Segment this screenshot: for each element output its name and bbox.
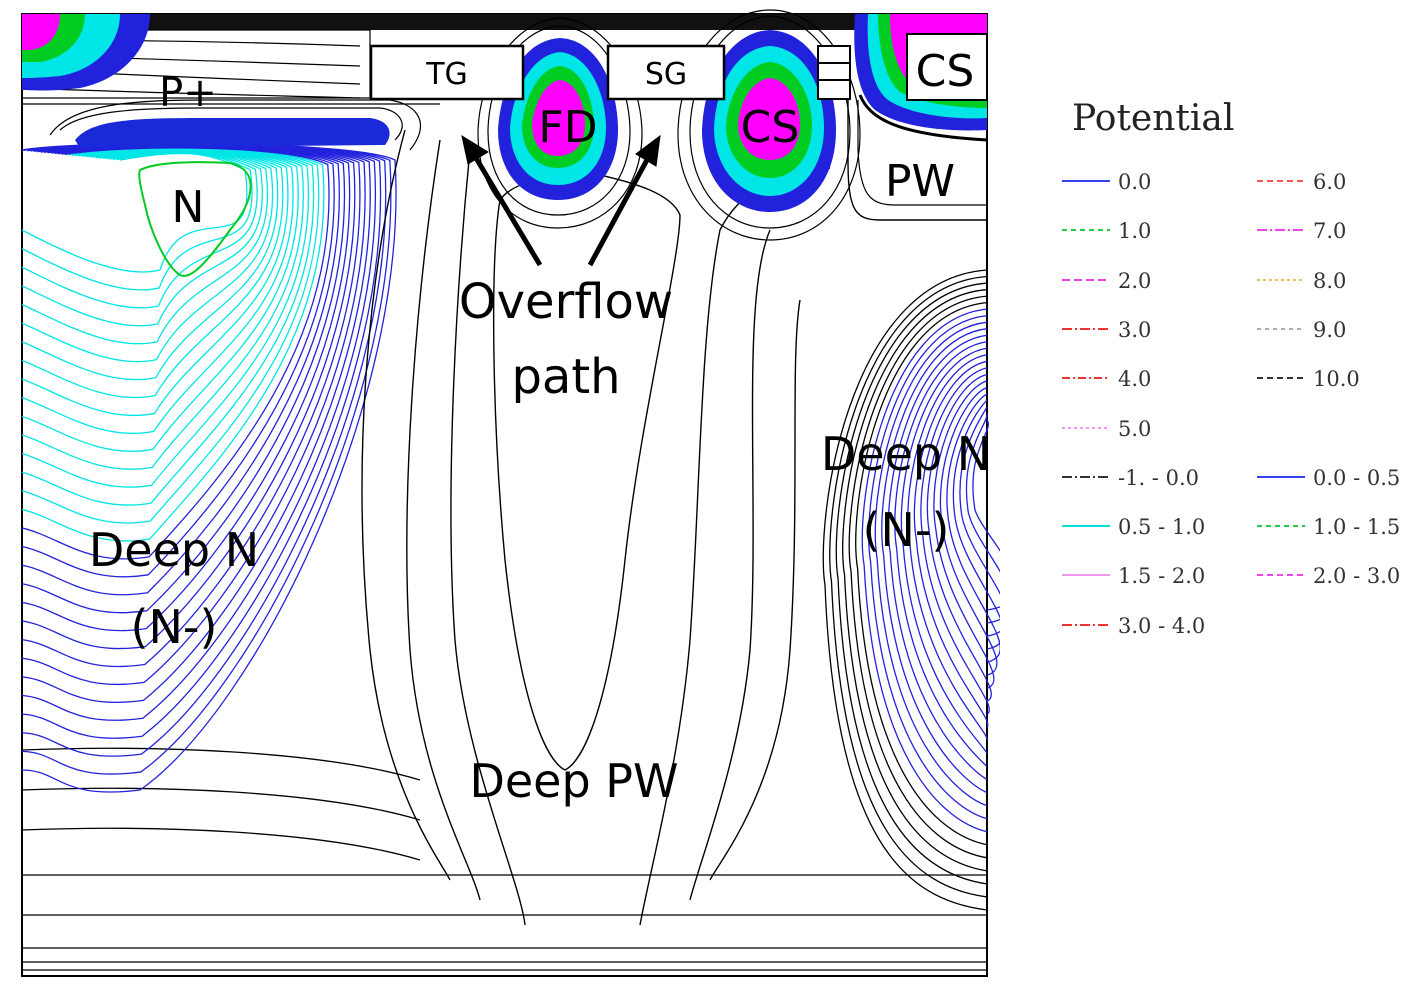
legend-item-label: -1. - 0.0 — [1118, 465, 1199, 490]
contour-line — [874, 321, 988, 807]
contour-line — [829, 275, 988, 898]
contour-line — [939, 386, 998, 676]
potential-contour-plot: P+ TG SG FD CS CS N PW Overflow path Dee… — [21, 9, 1000, 977]
contour-line — [887, 334, 988, 781]
legend-line-swatch — [1062, 377, 1110, 380]
legend-line-swatch — [1062, 525, 1110, 528]
fd-potential-blob — [477, 17, 643, 229]
p-plus-label: P+ — [159, 70, 217, 116]
deep-pw-label: Deep PW — [469, 754, 678, 808]
contour-line — [894, 341, 988, 767]
overflow-label-line1: Overflow — [459, 274, 673, 330]
contour-line — [965, 413, 1000, 624]
small-gate-stack — [817, 45, 851, 100]
legend-item-label: 10.0 — [1313, 367, 1360, 392]
legend-item-label: 7.0 — [1313, 219, 1347, 244]
legend-item-label: 2.0 — [1118, 268, 1152, 293]
contour-line — [848, 295, 988, 859]
legend-line-swatch — [1062, 278, 1110, 281]
legend-item-label: 6.0 — [1313, 170, 1347, 194]
legend-line-swatch — [1062, 475, 1110, 478]
legend-title: Potential — [1072, 98, 1235, 139]
legend-item-label: 1.0 - 1.5 — [1313, 515, 1401, 540]
deep-n-right-label-line1: Deep N — [821, 427, 991, 481]
legend-line-swatch — [1062, 327, 1110, 330]
contour-line — [21, 747, 421, 781]
contour-line — [855, 301, 988, 846]
legend-line-swatch — [1062, 180, 1110, 182]
legend-item-label: 1.5 - 2.0 — [1118, 564, 1206, 589]
legend-item-label: 8.0 — [1313, 268, 1347, 293]
deep-n-right-contours — [822, 269, 1000, 911]
contour-line — [907, 354, 988, 741]
contour-line — [959, 406, 1000, 637]
tg-label: TG — [425, 57, 468, 92]
contour-line — [21, 787, 421, 821]
legend-item-label: 0.0 - 0.5 — [1313, 465, 1401, 490]
legend-line-swatch — [1257, 475, 1305, 478]
cs-mid-label: CS — [741, 102, 800, 153]
contour-line — [881, 328, 988, 794]
legend-item-label: 4.0 — [1118, 367, 1152, 392]
sg-label: SG — [645, 57, 687, 92]
legend-item-label: 0.5 - 1.0 — [1118, 515, 1206, 540]
contour-line — [900, 347, 988, 754]
contour-line — [861, 308, 988, 833]
contour-line — [946, 393, 1000, 663]
legend-line-swatch — [1062, 574, 1110, 577]
cs-right-box — [906, 33, 988, 101]
legend-item-label: 0.0 — [1118, 170, 1152, 194]
contour-line — [842, 288, 988, 872]
n-region-band — [49, 99, 421, 277]
contour-line — [822, 269, 988, 911]
legend-line-swatch — [1257, 377, 1305, 380]
contour-line — [926, 373, 993, 702]
contour-line — [21, 827, 421, 861]
fd-label: FD — [538, 102, 597, 153]
legend-line-swatch — [1062, 426, 1110, 429]
cs-potential-blob — [677, 9, 861, 241]
tg-gate-box — [369, 44, 525, 101]
overflow-arrows — [461, 134, 661, 267]
contour-line — [952, 399, 1000, 650]
deep-n-left-label-line1: Deep N — [89, 523, 259, 577]
pw-label: PW — [885, 156, 955, 207]
sg-gate-box — [606, 44, 726, 101]
region-labels: P+ TG SG FD CS CS N PW Overflow path Dee… — [89, 46, 991, 808]
legend-item-label: 3.0 — [1118, 317, 1152, 342]
overflow-label-line2: path — [511, 349, 620, 405]
legend-line-swatch — [1257, 229, 1305, 232]
legend-line-swatch — [1257, 574, 1305, 577]
contour-line — [913, 360, 989, 728]
deep-n-left-label-line2: (N-) — [131, 600, 218, 654]
deep-n-right-label-line2: (N-) — [863, 503, 950, 557]
legend-line-swatch — [1062, 623, 1110, 626]
legend-item-label: 5.0 — [1118, 416, 1152, 441]
deep-pw-contours — [361, 129, 831, 926]
bottom-contour-lines — [21, 747, 987, 971]
deep-n-left-contours — [21, 142, 397, 793]
legend-line-swatch — [1257, 525, 1305, 528]
contour-line — [21, 151, 263, 327]
legend-item-label: 9.0 — [1313, 317, 1347, 342]
surface-contour-band — [21, 14, 987, 105]
contour-line — [972, 419, 1000, 611]
legend-line-swatch — [1257, 327, 1305, 330]
n-label: N — [172, 182, 205, 233]
legend-line-swatch — [1257, 180, 1305, 182]
legend-item-label: 2.0 - 3.0 — [1313, 564, 1401, 589]
contour-line — [868, 315, 988, 820]
contour-line — [933, 380, 995, 689]
contour-line — [835, 282, 988, 885]
cs-right-label: CS — [916, 46, 975, 97]
legend-line-swatch — [1062, 229, 1110, 232]
legend-line-swatch — [1257, 278, 1305, 281]
legend-item-label: 3.0 - 4.0 — [1118, 613, 1206, 638]
contour-line — [920, 367, 990, 715]
legend-item-label: 1.0 — [1118, 219, 1152, 244]
